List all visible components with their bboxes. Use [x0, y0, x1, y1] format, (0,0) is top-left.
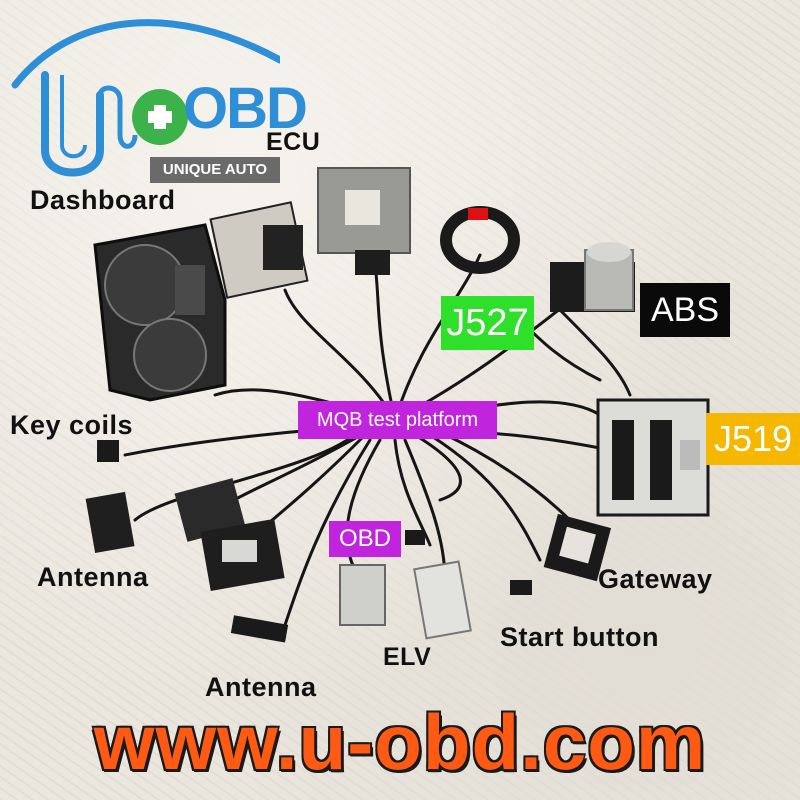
start-button-module [510, 580, 532, 595]
ecu-module [209, 167, 411, 299]
label-mqb-test-platform: MQB test platform [298, 401, 497, 439]
label-start-button: Start button [500, 622, 659, 652]
antenna-center-modules [174, 478, 285, 591]
label-j519: J519 [706, 413, 800, 465]
logo-car-icon [11, 19, 284, 177]
j527-module [440, 206, 520, 274]
abs-module [550, 242, 635, 312]
obd-module [339, 530, 425, 626]
label-abs: ABS [640, 283, 730, 337]
logo-brand-text: OBD [183, 76, 308, 141]
label-dashboard: Dashboard [30, 185, 176, 215]
website-url: www.u-obd.com [93, 698, 707, 786]
key-coils-module [97, 440, 119, 462]
label-ecu: ECU [266, 128, 321, 156]
label-obd: OBD [329, 521, 401, 557]
label-antenna-bottom: Antenna [205, 672, 317, 702]
antenna-bottom-module [230, 615, 289, 643]
label-antenna-left: Antenna [37, 562, 149, 592]
label-gateway: Gateway [598, 564, 713, 594]
brand-logo: OBD UNIQUE AUTO [10, 5, 308, 185]
antenna-left-module [85, 491, 135, 554]
gateway-module [543, 513, 612, 582]
j519-module [596, 398, 710, 517]
dashboard-cluster [93, 223, 227, 402]
logo-tagline: UNIQUE AUTO [150, 157, 280, 183]
elv-module [413, 560, 472, 640]
label-j527: J527 [441, 296, 534, 350]
label-key-coils: Key coils [10, 410, 134, 440]
label-elv: ELV [383, 643, 432, 671]
